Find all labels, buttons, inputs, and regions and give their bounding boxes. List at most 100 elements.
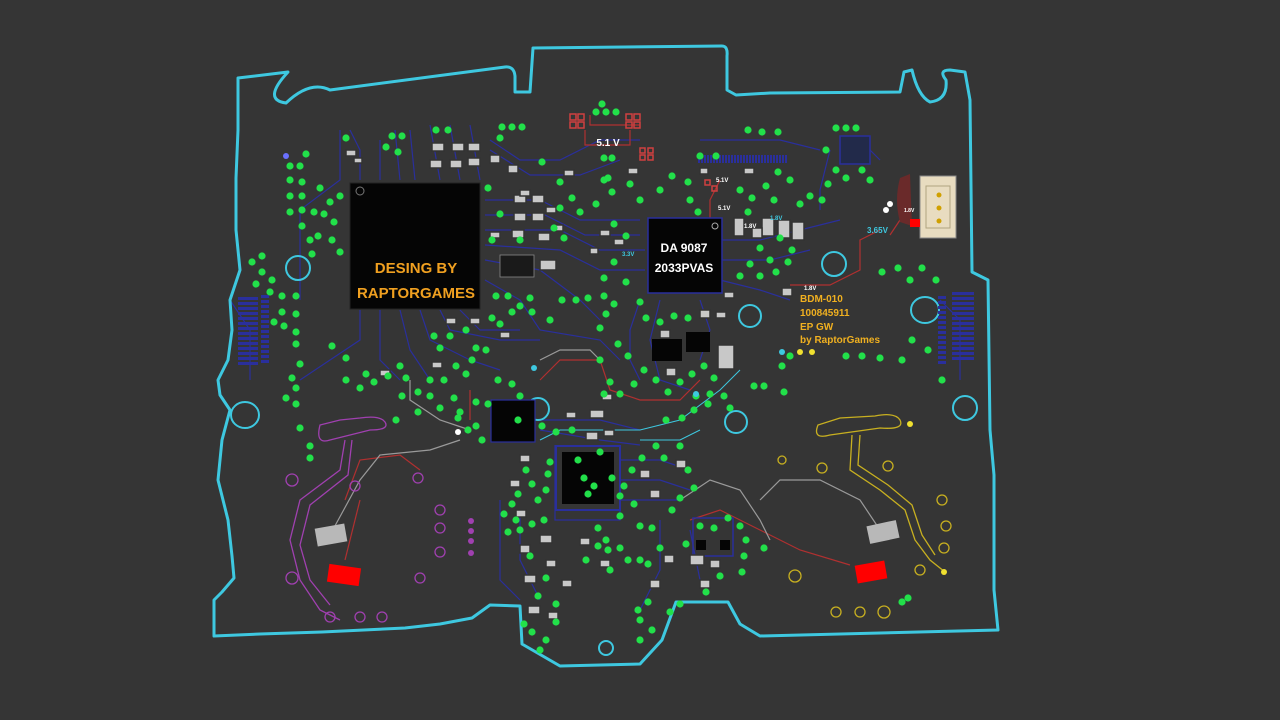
connector-pin bbox=[734, 155, 736, 163]
mount-holes bbox=[230, 251, 978, 656]
via-dot-icon bbox=[308, 250, 316, 258]
via-dot-icon bbox=[522, 466, 530, 474]
via-dot-icon bbox=[286, 162, 294, 170]
passive-component bbox=[531, 212, 545, 222]
connector-pad bbox=[938, 356, 946, 359]
via-dot-icon bbox=[636, 196, 644, 204]
via-dot-icon bbox=[600, 154, 608, 162]
via-dot-icon bbox=[696, 522, 704, 530]
via-dot-icon bbox=[656, 318, 664, 326]
board-info-line3: EP GW bbox=[800, 322, 834, 333]
via-dot-icon bbox=[788, 246, 796, 254]
via-dot-icon bbox=[388, 132, 396, 140]
connector-pad bbox=[952, 337, 974, 340]
via-dot-icon bbox=[426, 392, 434, 400]
via-dot-icon bbox=[556, 204, 564, 212]
left-stick-pads bbox=[468, 518, 474, 556]
via-dot-icon bbox=[662, 416, 670, 424]
passive-component bbox=[353, 157, 363, 164]
passive-component bbox=[723, 291, 735, 299]
test-point-icon bbox=[779, 349, 785, 355]
passive-component bbox=[499, 331, 511, 339]
passive-component bbox=[489, 154, 501, 164]
via-dot-icon bbox=[286, 192, 294, 200]
via-dot-icon bbox=[664, 388, 672, 396]
via-dot-icon bbox=[780, 388, 788, 396]
via-dot-icon bbox=[516, 392, 524, 400]
via-dot-icon bbox=[876, 354, 884, 362]
via-dot-icon bbox=[606, 378, 614, 386]
via-dot-icon bbox=[616, 512, 624, 520]
via-dot-icon bbox=[516, 236, 524, 244]
small-ic-chip bbox=[490, 399, 536, 443]
via-dot-icon bbox=[668, 172, 676, 180]
via-dot-icon bbox=[624, 352, 632, 360]
via-dot-icon bbox=[426, 376, 434, 384]
via-dot-icon bbox=[636, 298, 644, 306]
via-dot-icon bbox=[906, 276, 914, 284]
via-dot-icon bbox=[542, 486, 550, 494]
connector-pad bbox=[261, 355, 269, 358]
via-dot-icon bbox=[776, 234, 784, 242]
connector-pin bbox=[719, 155, 721, 163]
board-outline bbox=[212, 44, 1000, 668]
via-dot-icon bbox=[634, 606, 642, 614]
passive-component bbox=[345, 149, 357, 157]
via-dot-icon bbox=[296, 424, 304, 432]
connector-pin bbox=[779, 155, 781, 163]
via-dot-icon bbox=[330, 218, 338, 226]
via-dot-icon bbox=[402, 374, 410, 382]
passive-component bbox=[539, 259, 557, 271]
via-dot-icon bbox=[784, 258, 792, 266]
via-dot-icon bbox=[432, 126, 440, 134]
mount-hole-icon bbox=[285, 255, 311, 281]
connector-pad bbox=[238, 342, 258, 345]
rail-label-pmic-e: 3.3V bbox=[622, 252, 634, 258]
via-dot-icon bbox=[640, 366, 648, 374]
connector-pin bbox=[737, 155, 739, 163]
via-dot-icon bbox=[744, 126, 752, 134]
via-dot-icon bbox=[852, 124, 860, 132]
via-dot-icon bbox=[724, 514, 732, 522]
via-dot-icon bbox=[648, 524, 656, 532]
via-dot-icon bbox=[514, 490, 522, 498]
connector-pad bbox=[938, 341, 946, 344]
via-dot-icon bbox=[280, 322, 288, 330]
via-dot-icon bbox=[278, 308, 286, 316]
connector-pad bbox=[261, 360, 269, 363]
via-dot-icon bbox=[370, 378, 378, 386]
via-dot-icon bbox=[292, 310, 300, 318]
left-stick-footprint bbox=[285, 416, 446, 623]
via-dot-icon bbox=[604, 546, 612, 554]
passive-component bbox=[777, 219, 791, 239]
via-dot-icon bbox=[492, 292, 500, 300]
passive-component bbox=[539, 534, 553, 544]
pmic-chip-line1: DA 9087 bbox=[661, 241, 708, 255]
passive-component bbox=[589, 247, 599, 255]
passive-component bbox=[467, 142, 481, 152]
rail-label-right-small: 1.8V bbox=[804, 286, 816, 292]
via-dot-icon bbox=[756, 244, 764, 252]
via-dot-icon bbox=[292, 400, 300, 408]
via-dot-icon bbox=[710, 374, 718, 382]
connector-pin bbox=[749, 155, 751, 163]
via-dot-icon bbox=[684, 314, 692, 322]
passive-component bbox=[613, 238, 625, 246]
via-dot-icon bbox=[594, 524, 602, 532]
via-dot-icon bbox=[488, 236, 496, 244]
via-dot-icon bbox=[270, 318, 278, 326]
board-info-line4: by RaptorGames bbox=[800, 335, 880, 346]
passive-component bbox=[429, 159, 443, 169]
rail-label-connector: 3.65V bbox=[867, 226, 889, 235]
passive-component bbox=[709, 559, 721, 569]
via-dot-icon bbox=[440, 376, 448, 384]
via-dot-icon bbox=[636, 636, 644, 644]
passive-component bbox=[579, 537, 591, 546]
via-layer bbox=[248, 100, 946, 654]
connector-pin bbox=[755, 155, 757, 163]
via-dot-icon bbox=[656, 186, 664, 194]
via-dot-icon bbox=[760, 544, 768, 552]
via-dot-icon bbox=[560, 234, 568, 242]
via-dot-icon bbox=[712, 152, 720, 160]
